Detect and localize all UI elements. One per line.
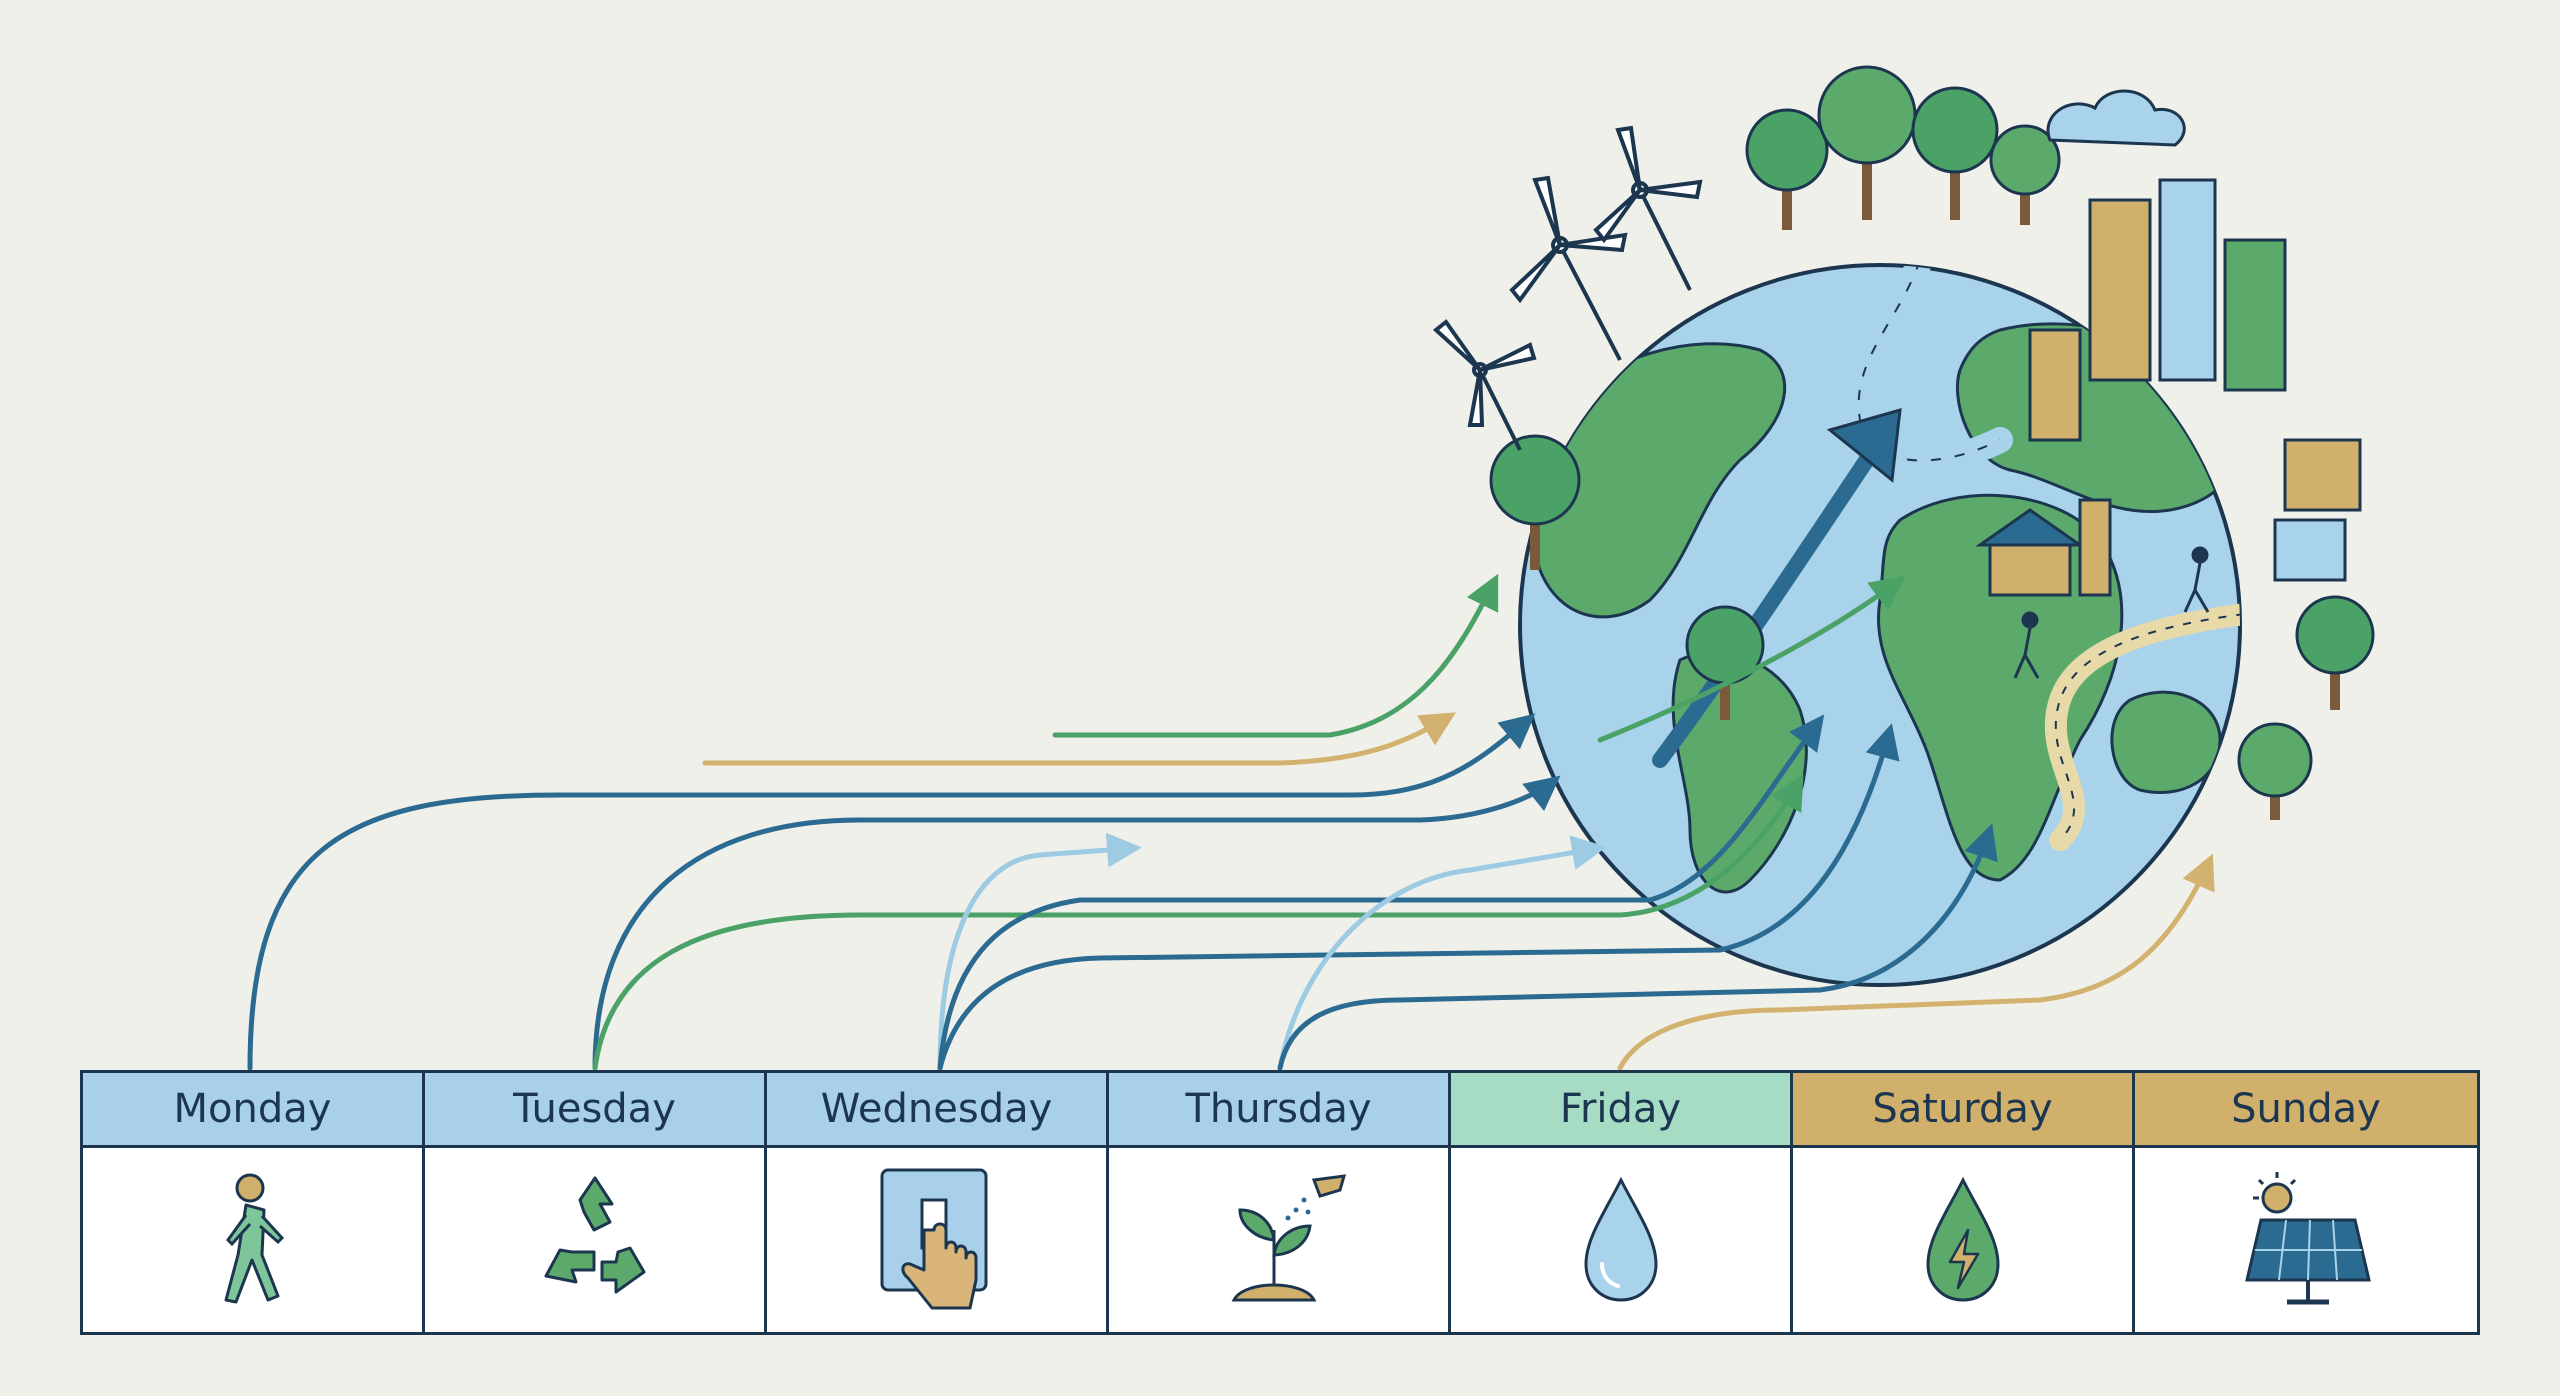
walking-person-icon: [2013, 611, 2040, 679]
growth-arrow-icon: [1652, 432, 1888, 768]
day-header-thursday: Thursday: [1109, 1073, 1451, 1148]
city-building-icon: [2283, 438, 2362, 512]
day-header-saturday: Saturday: [1793, 1073, 2135, 1148]
flow-arrow-tuesday-2: [592, 773, 1804, 1071]
water-drop-icon: [1583, 1176, 1658, 1302]
day-header-tuesday: Tuesday: [425, 1073, 767, 1148]
day-cell-sunday: [2135, 1148, 2477, 1332]
flow-arrow-tuesday-1: [592, 775, 1561, 1071]
wind-turbine-icon: [1509, 175, 1628, 361]
wind-turbine-group: [1432, 125, 1703, 451]
tree-icon: [1745, 108, 1829, 230]
walking-person-icon: [224, 1173, 284, 1304]
day-cell-friday: [1451, 1148, 1793, 1332]
recycle-icon: [544, 1176, 645, 1294]
day-cell-saturday: [1793, 1148, 2135, 1332]
day-cell-monday: [83, 1148, 425, 1332]
solar-house-icon: [1975, 498, 2112, 597]
flow-arrow-thursday-1: [1277, 835, 1607, 1071]
tree-icon: [1817, 65, 1917, 220]
tree-icon: [2237, 722, 2313, 820]
city-building-icon: [2273, 518, 2347, 582]
city-building-icon: [2028, 328, 2082, 442]
flow-arrow-wednesday-2: [937, 714, 1825, 1071]
walking-person-icon: [2183, 546, 2210, 613]
wind-turbine-icon: [1432, 319, 1537, 451]
light-switch-icon: [880, 1168, 987, 1310]
flow-arrow-friday: [1617, 853, 2215, 1071]
tree-icon: [2295, 595, 2375, 710]
flow-arrow-green-top: [1052, 573, 1499, 738]
flow-arrow-wednesday-1: [937, 832, 1142, 1071]
day-cell-wednesday: [767, 1148, 1109, 1332]
tree-icon: [1911, 86, 1999, 220]
watering-seedling-icon: [1231, 1174, 1346, 1302]
flow-arrow-monday: [247, 713, 1536, 1071]
day-header-sunday: Sunday: [2135, 1073, 2477, 1148]
growth-arrow-head: [1826, 407, 1902, 483]
flow-arrow-wednesday-3: [937, 723, 1900, 1071]
energy-drop-icon: [1925, 1176, 2000, 1302]
cloud-icon: [2046, 89, 2186, 147]
tree-group-top: [1489, 65, 2375, 820]
flow-arrow-group: [247, 573, 2215, 1071]
solar-panel-icon: [2245, 1172, 2371, 1305]
weekly-schedule-table: Monday Tuesday Wednesday Thursday Friday…: [80, 1070, 2480, 1335]
city-building-icon: [2158, 178, 2217, 382]
flow-arrow-thursday-2: [1277, 823, 1998, 1071]
flow-arrow-gold-top: [702, 712, 1457, 766]
wind-turbine-icon: [1593, 125, 1703, 291]
day-cell-tuesday: [425, 1148, 767, 1332]
city-building-icon: [2088, 198, 2152, 382]
city-building-icon: [2223, 238, 2287, 392]
flow-arrow-green-mid: [1597, 575, 1906, 743]
day-header-monday: Monday: [83, 1073, 425, 1148]
land-south-america: [1671, 650, 1808, 894]
city-building-group: [2028, 178, 2362, 582]
day-header-friday: Friday: [1451, 1073, 1793, 1148]
day-cell-thursday: [1109, 1148, 1451, 1332]
day-header-wednesday: Wednesday: [767, 1073, 1109, 1148]
land-australia: [2110, 690, 2222, 795]
tree-icon: [1489, 434, 1581, 570]
tree-icon: [1989, 124, 2061, 225]
